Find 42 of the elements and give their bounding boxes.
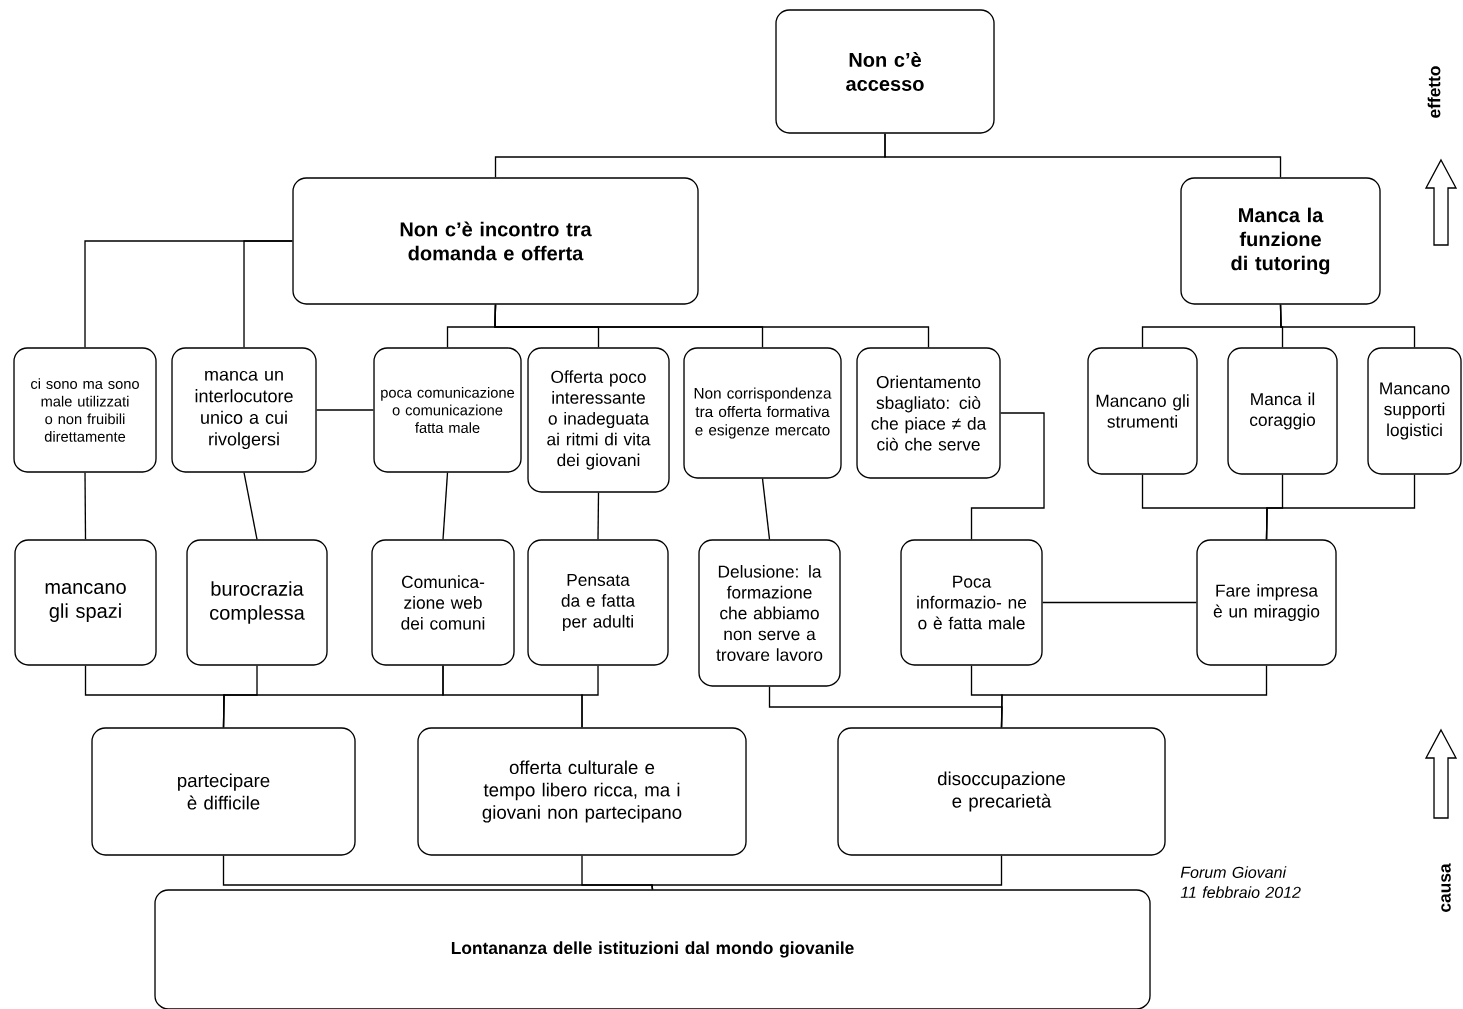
cause-box: Pensata da e fatta per adulti [527,539,669,666]
cause-box: Poca informazio- ne o è fatta male [900,539,1043,666]
axis-label: effetto [1427,66,1441,118]
cause-box: poca comunicazione o comunicazione fatta male [373,347,522,473]
connector-line [84,472,87,540]
axis-label: causa [1441,863,1451,912]
connector-line [243,240,293,348]
connector-line [1265,474,1416,540]
cause-box: manca un interlocutore unico a cui rivolgersi [171,347,317,473]
connector-line [884,133,1282,178]
cause-box: offerta culturale e tempo libero ricca, ma i giovani non partecipano [417,727,747,856]
cause-box: mancano gli spazi [14,539,157,666]
cause-box: Offerta poco interessante o inadeguata ai ritmi di vita dei giovani [527,347,670,493]
cause-box: Non c’è incontro tra domanda e offerta [292,177,699,305]
connector-line [1279,304,1416,348]
connector-line [651,855,1003,890]
connector-line [581,665,599,728]
cause-box: Orientamento sbagliato: ciò che piace ≠ da ciò che serve [856,347,1001,479]
note: Forum Giovani 11 febbraio 2012 [1180,866,1301,898]
cause-box: burocrazia complessa [186,539,328,666]
cause-box: partecipare è difficile [91,727,356,856]
cause-box: Non corrispondenza tra offerta formativa e esigenze mercato [683,347,842,479]
root-cause-box: Lontananza delle istituzioni dal mondo giovanile [154,889,1151,1009]
cause-box: Comunica- zione web dei comuni [371,539,515,666]
cause-box: ci sono ma sono male utilizzati o non fruibili direttamente [13,347,157,473]
connector-line [316,409,374,411]
connector-line [442,472,449,540]
cause-box: disoccupazione e precarietà [837,727,1166,856]
cause-box: Delusione: la formazione che abbiamo non serve a trovare lavoro [698,539,841,687]
cause-box: Fare impresa è un miraggio [1196,539,1337,666]
connector-line [1042,601,1197,604]
effect-box: Non c’è accesso [775,9,995,134]
cause-box: Mancano supporti logistici [1367,347,1462,475]
cause-box: Mancano gli strumenti [1087,347,1198,475]
connector-line [761,478,771,540]
cause-box: Manca il coraggio [1227,347,1338,475]
connector-line [243,472,258,540]
connector-line [597,492,600,540]
cause-box: Manca la funzione di tutoring [1180,177,1381,305]
connector-line [1000,665,1268,728]
connector-line [494,304,930,348]
connector-line [970,412,1045,540]
